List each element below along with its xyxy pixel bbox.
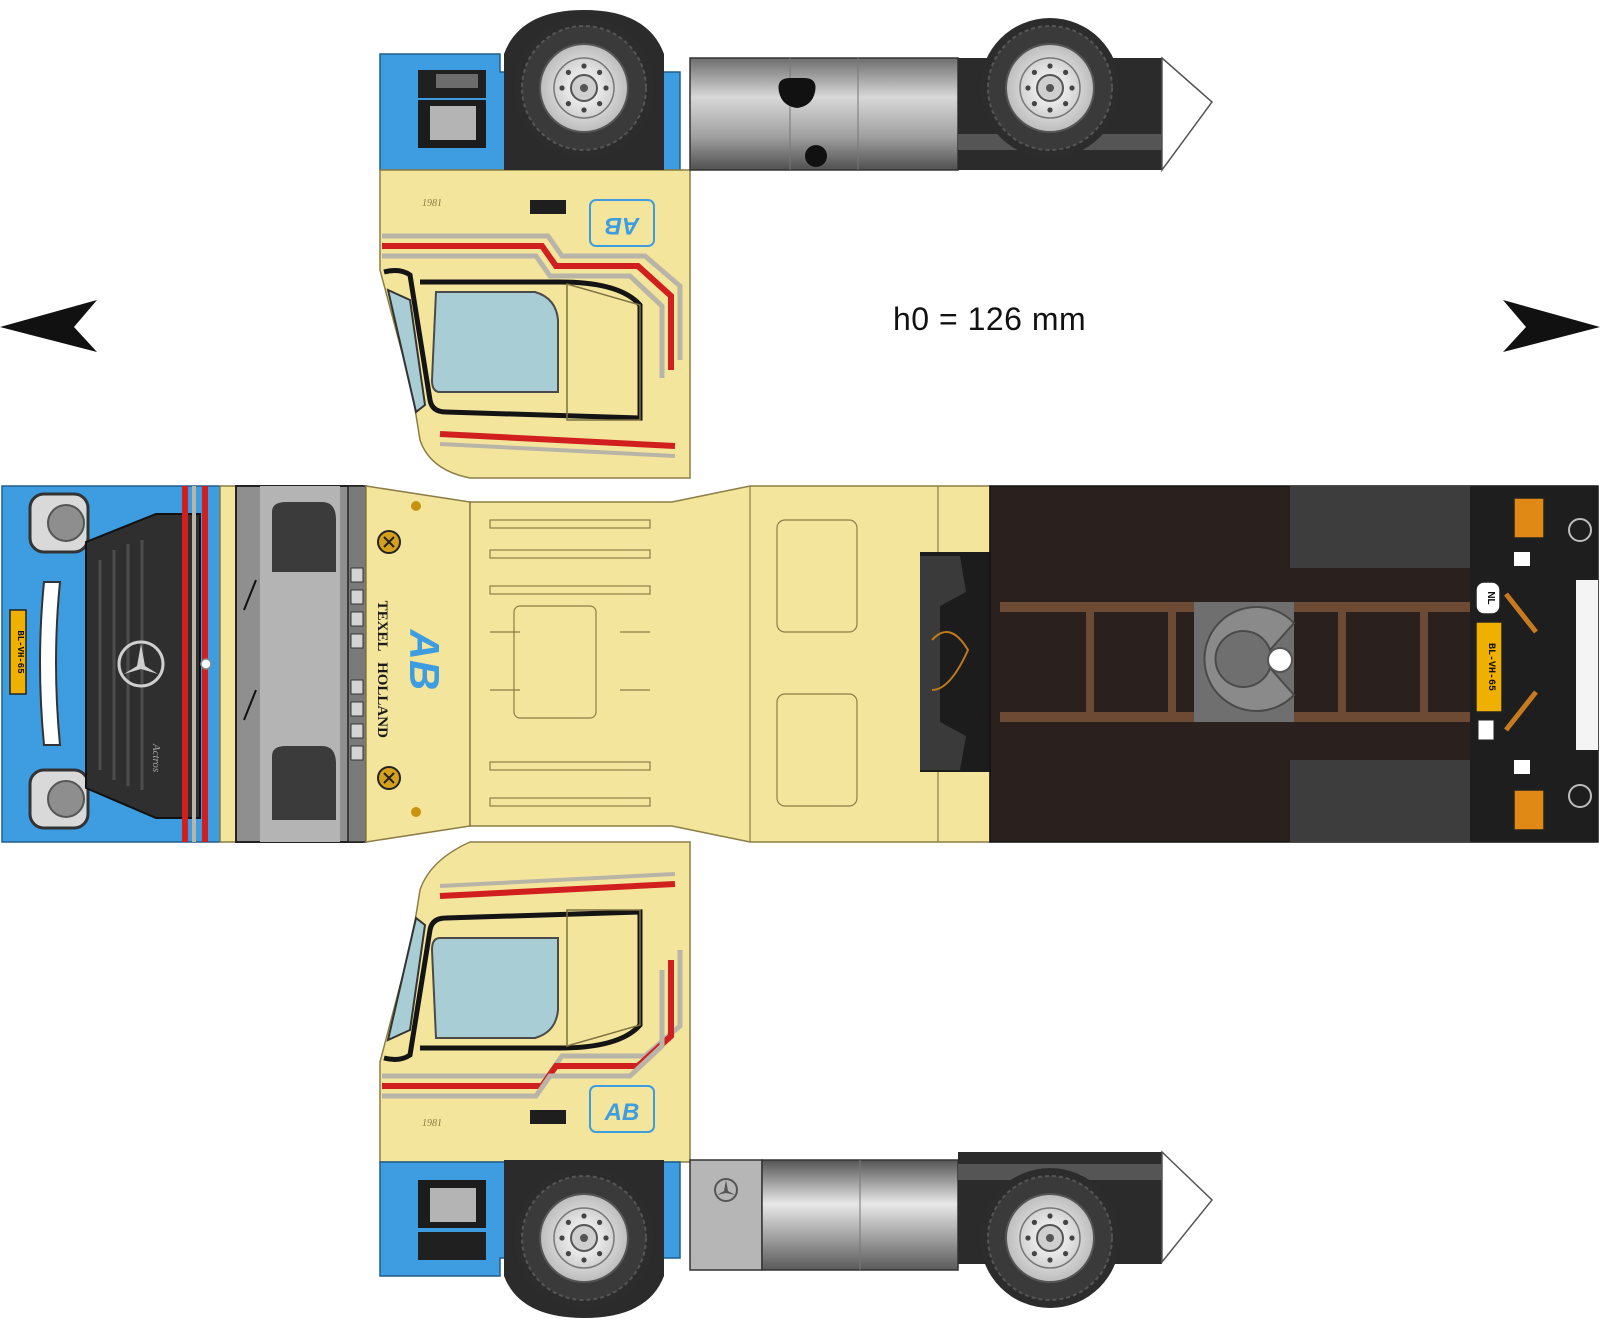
- rear-country-badge: NL: [1485, 591, 1496, 604]
- scale-label: h0 = 126 mm: [893, 301, 1087, 337]
- center-band: BL-VH-65 Actros: [1, 485, 1599, 843]
- lower-front-wheel-icon: [504, 1160, 664, 1318]
- upper-side-panel: 1981 AB: [379, 10, 1214, 479]
- fold-arrow-right-icon: [1503, 300, 1600, 352]
- front-plate: BL-VH-65: [15, 630, 25, 673]
- front-model-badge: Actros: [150, 743, 162, 772]
- lower-door-window: [430, 937, 559, 1039]
- upper-door-window: [430, 291, 559, 393]
- lower-side-logo: AB: [604, 1099, 640, 1126]
- upper-side-logo: AB: [605, 212, 641, 239]
- fifth-wheel-icon: [1203, 606, 1296, 712]
- roof-top-panel: [469, 485, 991, 843]
- roof-company-logo: AB: [401, 629, 448, 691]
- fold-arrow-left-icon: [0, 300, 97, 352]
- rear-mercedes-star-icon: [1568, 518, 1592, 808]
- lower-rear-wheel-icon: [979, 1167, 1121, 1309]
- lower-tank-star-icon: [714, 1178, 738, 1202]
- roof-company-line2: HOLLAND: [374, 662, 390, 738]
- roof-light-top-icon: [377, 530, 401, 554]
- lower-side-script: 1981: [422, 1118, 442, 1129]
- roof-light-bottom-icon: [377, 766, 401, 790]
- upper-rear-wheel-icon: [979, 17, 1121, 159]
- lower-side-panel: 1981 AB: [379, 841, 1214, 1318]
- upper-side-script: 1981: [422, 198, 442, 209]
- upper-front-wheel-icon: [504, 10, 664, 170]
- rear-plate: BL-VH-65: [1485, 643, 1496, 691]
- roof-company-line1: TEXEL: [374, 601, 390, 652]
